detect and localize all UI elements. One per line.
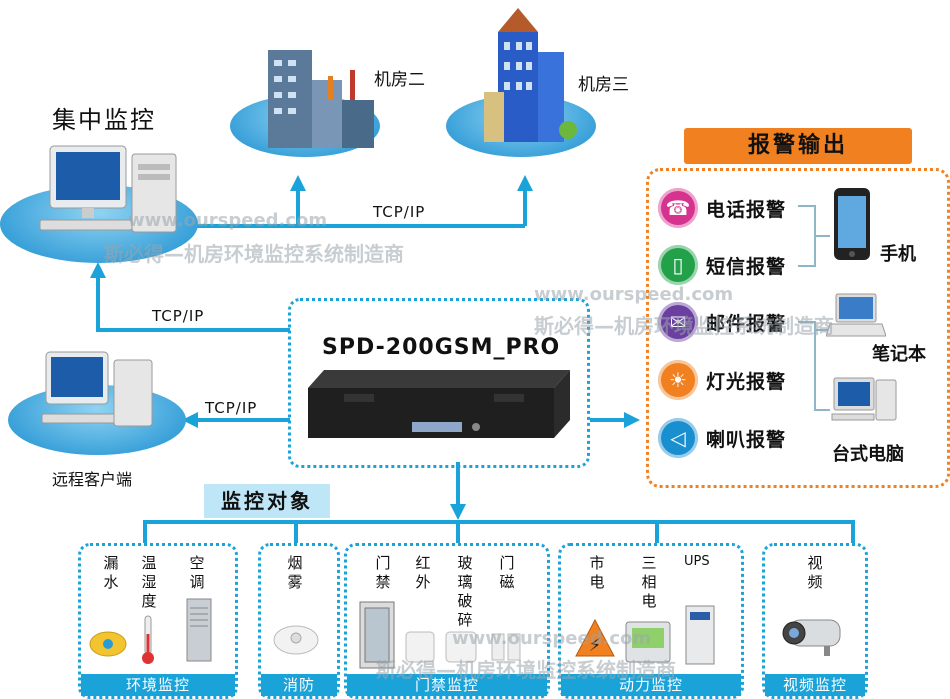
alarm-label-speaker: 喇叭报警 — [706, 428, 787, 451]
desktop-computer-icon — [831, 377, 897, 421]
item-three-phase: 三相电 — [641, 554, 657, 610]
remote-computer-icon — [41, 351, 153, 427]
tcp-label-central: TCP/IP — [152, 307, 205, 325]
sms-alarm-icon: ▯ — [658, 245, 698, 285]
alarm-label-mail: 邮件报警 — [706, 312, 787, 335]
item-smoke: 烟雾 — [287, 554, 303, 591]
device-laptop-label: 笔记本 — [872, 344, 926, 365]
remote-label: 远程客户端 — [52, 470, 133, 489]
item-leak: 漏水 — [103, 554, 119, 591]
watermark-text-1: 斯必得—机房环境监控系统制造商 — [104, 242, 404, 266]
alarm-item-light: ☀ 灯光报警 — [658, 360, 786, 400]
door-magnet-icon — [491, 633, 521, 661]
device-model: SPD-200GSM_PRO — [322, 335, 561, 360]
watermark-url-1: www.ourspeed.com — [128, 210, 328, 231]
svg-text:⚡: ⚡ — [589, 635, 602, 656]
phone-alarm-icon: ☎ — [658, 188, 698, 228]
central-computer-icon — [39, 145, 177, 233]
door-icon — [359, 601, 395, 669]
high-voltage-icon: ⚡ — [575, 618, 615, 657]
item-door-magnet: 门磁 — [499, 554, 515, 591]
group-access-label: 门禁监控 — [347, 674, 547, 696]
smoke-detector-icon — [273, 625, 319, 655]
laptop-icon — [826, 293, 886, 337]
item-temp-humidity: 温湿度 — [141, 554, 157, 610]
cctv-camera-icon — [782, 619, 841, 656]
mail-alarm-icon: ✉ — [658, 302, 698, 342]
item-infrared: 红外 — [415, 554, 431, 591]
alarm-item-speaker: ◁ 喇叭报警 — [658, 418, 786, 458]
glass-break-sensor-icon — [445, 631, 477, 663]
alarm-title: 报警输出 — [684, 128, 912, 164]
device-phone-label: 手机 — [880, 244, 916, 265]
speaker-alarm-icon: ◁ — [658, 418, 698, 458]
watermark-url-3: www.ourspeed.com — [452, 628, 652, 649]
light-alarm-icon: ☀ — [658, 360, 698, 400]
tcp-label-top: TCP/IP — [373, 203, 426, 221]
alarm-label-sms: 短信报警 — [706, 255, 787, 278]
item-glass-break: 玻璃破碎 — [457, 554, 473, 629]
item-mains: 市电 — [589, 554, 605, 591]
room2-label: 机房二 — [374, 70, 425, 90]
device-desktop-label: 台式电脑 — [832, 444, 904, 465]
device-box — [288, 298, 590, 468]
group-environment-label: 环境监控 — [81, 674, 235, 696]
leak-sensor-icon — [89, 631, 127, 657]
thermometer-icon — [142, 615, 154, 664]
item-aircon: 空调 — [189, 554, 205, 591]
power-meter-icon — [625, 621, 671, 663]
room3-label: 机房三 — [578, 75, 629, 95]
ups-cabinet-icon — [685, 605, 715, 665]
item-ups: UPS — [684, 554, 710, 569]
group-fire-label: 消防 — [261, 674, 337, 696]
infrared-sensor-icon — [405, 631, 435, 663]
rack-device-icon — [308, 370, 570, 438]
alarm-panel — [646, 168, 950, 488]
factory-building-icon — [268, 50, 374, 148]
alarm-item-phone: ☎ 电话报警 — [658, 188, 786, 228]
alarm-item-mail: ✉ 邮件报警 — [658, 302, 786, 342]
alarm-item-sms: ▯ 短信报警 — [658, 245, 786, 285]
watermark-text-2: 斯必得—机房环境监控系统制造商 — [534, 314, 834, 338]
group-power-label: 动力监控 — [561, 674, 741, 696]
watermark-url-2: www.ourspeed.com — [534, 284, 734, 305]
central-title: 集中监控 — [52, 106, 156, 134]
monitor-title: 监控对象 — [204, 484, 330, 518]
watermark-text-3: 斯必得—机房环境监控系统制造商 — [376, 658, 676, 682]
item-access-control: 门禁 — [375, 554, 391, 591]
item-video: 视频 — [807, 554, 823, 591]
alarm-label-phone: 电话报警 — [706, 198, 787, 221]
office-tower-icon — [484, 8, 577, 142]
aircon-cabinet-icon — [186, 598, 212, 662]
tcp-label-remote: TCP/IP — [205, 399, 258, 417]
group-video-label: 视频监控 — [765, 674, 865, 696]
mobile-phone-icon — [834, 188, 870, 260]
alarm-label-light: 灯光报警 — [706, 370, 787, 393]
